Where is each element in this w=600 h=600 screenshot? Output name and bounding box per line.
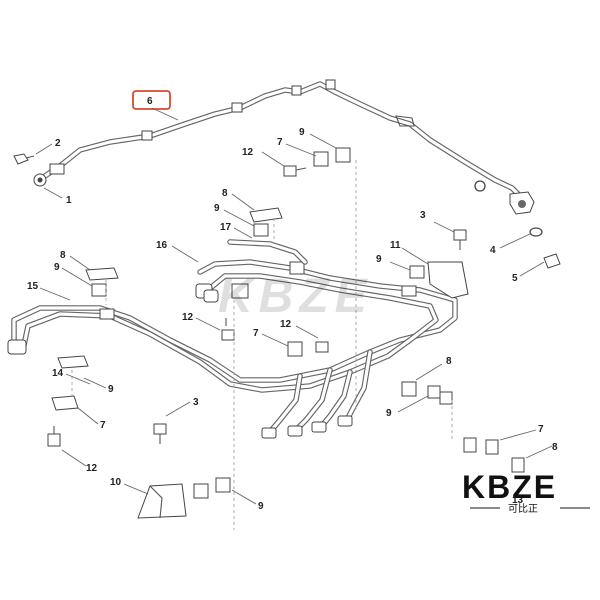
line-clamp-main-2 (289, 261, 305, 275)
label-part-6: 6 (147, 96, 153, 107)
label-part-7-center: 7 (253, 328, 259, 339)
bolt-2 (13, 153, 35, 165)
fuel-return-line (33, 79, 535, 215)
bracket-11 (427, 261, 469, 299)
line-clamp-3 (291, 85, 302, 96)
kbze-logo: KBZE 可比正 (462, 469, 590, 515)
clip-8-upper (249, 207, 283, 223)
line-clamp-main-3 (401, 285, 417, 297)
o-ring (474, 180, 486, 192)
line-clamp-1 (141, 130, 153, 141)
label-part-8-left: 8 (60, 250, 66, 261)
bolt-12-top (283, 165, 297, 177)
label-part-12-right: 12 (280, 319, 292, 330)
logo-sub-text: 可比正 (508, 503, 538, 515)
clips (51, 147, 525, 519)
label-part-9-bottom: 9 (258, 501, 264, 512)
label-part-7-left: 7 (100, 420, 106, 431)
label-part-17: 17 (220, 222, 232, 233)
label-part-11: 11 (390, 240, 401, 251)
label-part-14: 14 (52, 368, 64, 379)
label-part-12-left: 12 (86, 463, 98, 474)
label-part-13: 13 (512, 495, 524, 506)
label-part-1: 1 (66, 195, 72, 206)
label-part-3-bottom: 3 (193, 397, 199, 408)
highlight-box-part-6 (132, 90, 171, 110)
label-part-9-right: 9 (376, 254, 382, 265)
injection-lines-main (7, 259, 458, 439)
label-part-8-far-right: 8 (552, 442, 558, 453)
bolts (47, 165, 561, 447)
clip-9-top (335, 147, 351, 163)
label-part-9-top: 9 (299, 127, 305, 138)
clip-8-left (85, 267, 119, 281)
label-part-9-mid: 9 (108, 384, 114, 395)
label-part-16: 16 (156, 240, 168, 251)
label-part-7-top: 7 (277, 137, 283, 148)
alignment-lines (71, 160, 453, 530)
label-part-2: 2 (55, 138, 61, 149)
label-part-9-upper: 9 (214, 203, 220, 214)
label-part-7-right: 7 (538, 424, 544, 435)
label-part-3-right: 3 (420, 210, 426, 221)
bracket-tab (395, 115, 415, 127)
label-part-9-left: 9 (54, 262, 60, 273)
part-labels: 6 2 1 9 7 12 8 9 17 16 8 9 15 12 7 12 14… (27, 96, 558, 512)
line-clamp-2 (231, 102, 243, 113)
label-part-8-upper: 8 (222, 188, 228, 199)
line-nut-left (7, 339, 27, 355)
bracket-7-left (51, 395, 79, 411)
label-part-15: 15 (27, 281, 39, 292)
washer-4 (529, 227, 543, 237)
line-clamp-main-1 (99, 308, 115, 320)
label-part-5: 5 (512, 273, 518, 284)
bolt-12-left (47, 433, 61, 447)
svg-text:KBZE: KBZE (218, 270, 373, 323)
clip-7-top (313, 151, 329, 167)
label-part-4: 4 (490, 245, 496, 256)
injection-line-17 (227, 239, 308, 265)
label-part-12-top: 12 (242, 147, 254, 158)
label-part-10: 10 (110, 477, 122, 488)
label-part-9-lower-right: 9 (386, 408, 392, 419)
label-part-8-right: 8 (446, 356, 452, 367)
line-end-fitting (49, 163, 65, 175)
bolt-3-right (453, 229, 467, 241)
watermark-center: KBZE (218, 270, 373, 323)
fitting-5 (543, 253, 561, 269)
line-clamp-4 (325, 79, 336, 90)
logo-brand-text: KBZE (462, 469, 557, 505)
label-part-12-center: 12 (182, 312, 194, 323)
leader-lines (35, 107, 553, 505)
clip-7-center (287, 341, 303, 357)
bolt-3-bottom (153, 423, 167, 435)
